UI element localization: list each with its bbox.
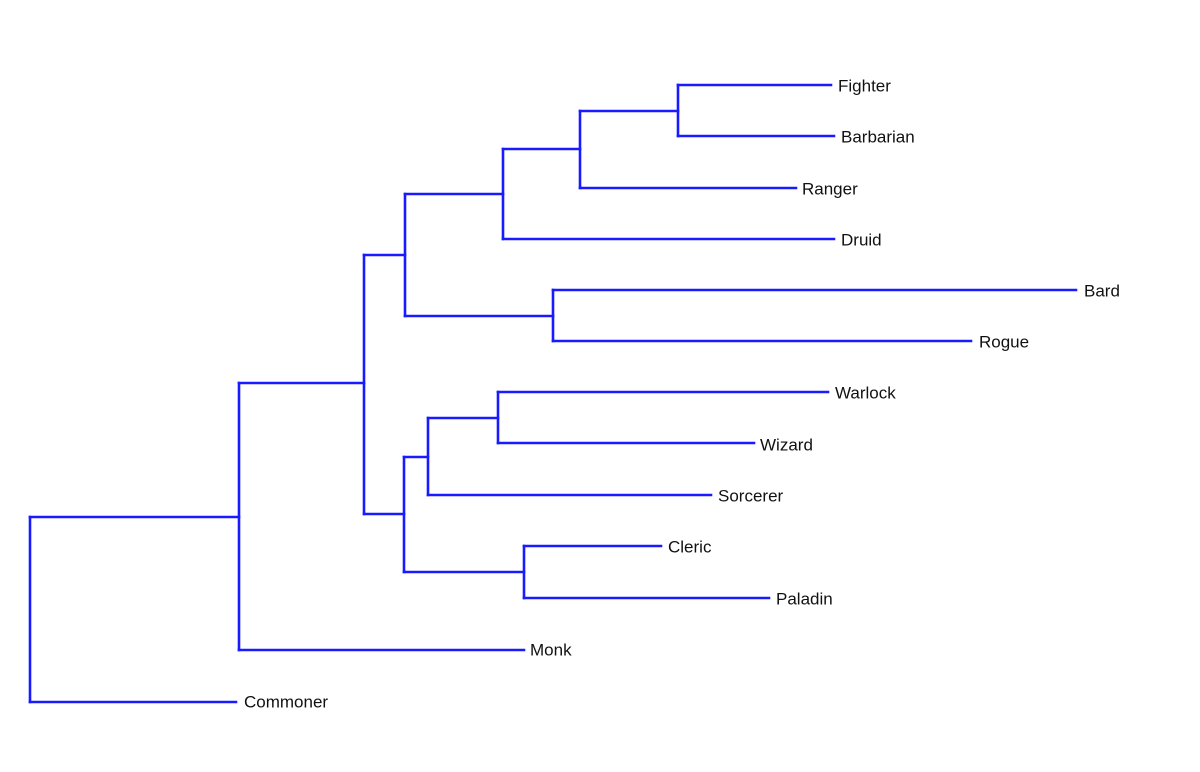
leaf-label-wizard: Wizard <box>760 436 813 455</box>
leaf-labels: Fighter Barbarian Ranger Druid Bard Rogu… <box>244 77 1120 712</box>
leaf-label-ranger: Ranger <box>802 180 858 199</box>
leaf-label-fighter: Fighter <box>838 77 891 96</box>
leaf-label-sorcerer: Sorcerer <box>718 487 784 506</box>
leaf-label-paladin: Paladin <box>776 590 833 609</box>
leaf-label-rogue: Rogue <box>979 333 1029 352</box>
branches <box>28 83 1078 704</box>
leaf-label-barbarian: Barbarian <box>841 128 915 147</box>
leaf-label-cleric: Cleric <box>668 538 712 557</box>
leaf-label-druid: Druid <box>841 231 882 250</box>
leaf-label-warlock: Warlock <box>835 384 896 403</box>
leaf-label-bard: Bard <box>1084 282 1120 301</box>
leaf-label-commoner: Commoner <box>244 693 328 712</box>
leaf-label-monk: Monk <box>530 641 572 660</box>
